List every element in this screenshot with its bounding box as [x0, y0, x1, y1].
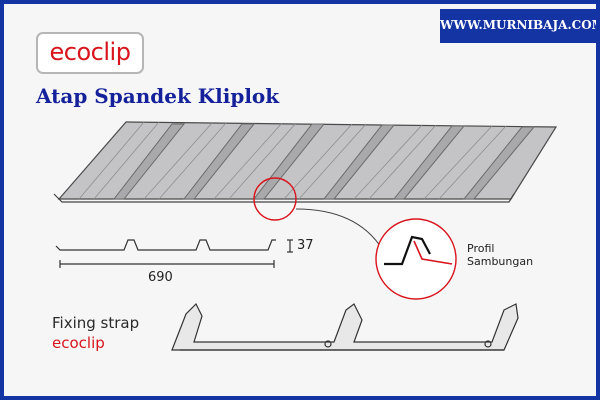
detail-label: Profil Sambungan [467, 242, 533, 268]
width-dimension: 690 [148, 270, 173, 285]
callout-arrow [295, 208, 385, 253]
website-link[interactable]: WWW.MURNIBAJA.COM [440, 18, 600, 32]
detail-label-line2: Sambungan [467, 255, 534, 268]
profile-section [55, 239, 293, 268]
illustration-canvas [53, 121, 558, 351]
height-dimension: 37 [297, 238, 314, 253]
fixing-strap-drawing [171, 302, 519, 351]
fixing-strap-brand: ecoclip [52, 334, 105, 352]
website-badge[interactable]: WWW.MURNIBAJA.COM [440, 9, 600, 43]
highlight-circle [253, 177, 297, 221]
joint-detail [375, 218, 457, 300]
logo-text: ecoclip [49, 38, 131, 66]
page-title: Atap Spandek Kliplok [36, 84, 280, 108]
detail-label-line1: Profil [467, 242, 495, 255]
ecoclip-logo: ecoclip [36, 32, 144, 74]
fixing-strap-label: Fixing strap [52, 314, 140, 332]
roof-sheet [53, 121, 558, 203]
